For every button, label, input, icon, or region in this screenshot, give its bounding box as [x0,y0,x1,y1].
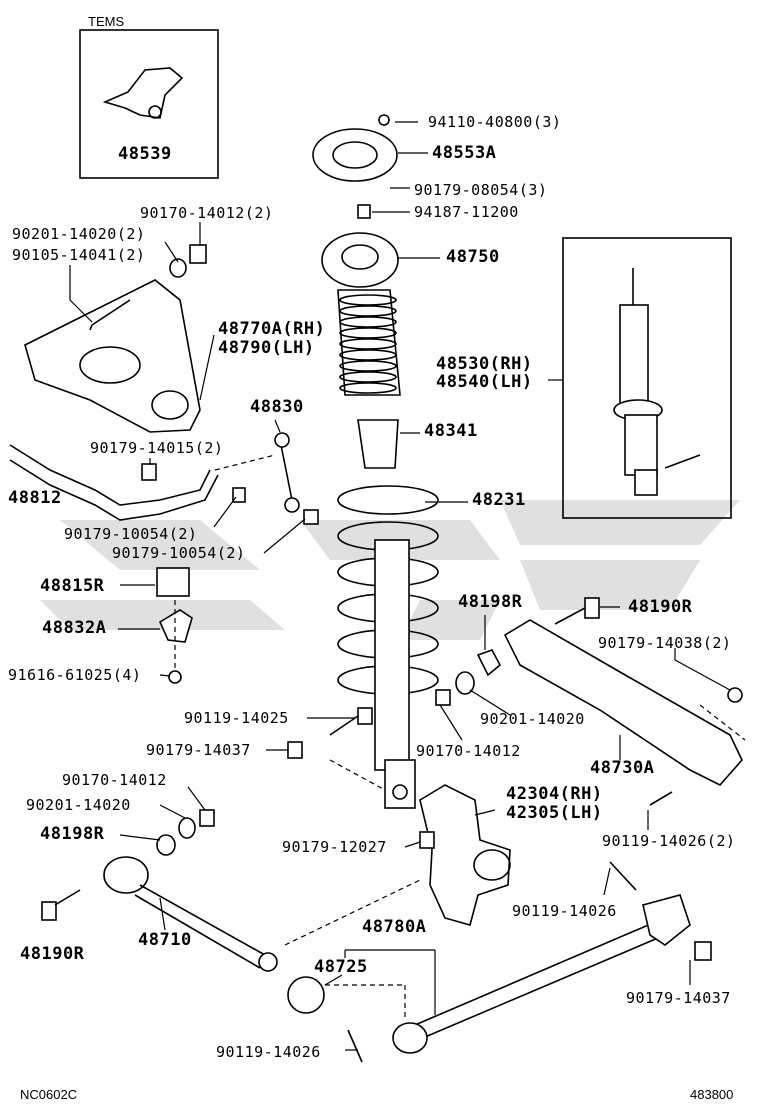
part-label-48553A: 48553A [432,143,497,163]
part-label-48790: 48790(LH) [218,338,315,358]
bellows-rib [339,294,397,306]
part-label-90201-14020-2: 90201-14020(2) [12,225,146,243]
part-label-90179-08054: 90179-08054(3) [414,181,548,199]
part-label-90119-14025: 90119-14025 [184,709,289,727]
part-label-42305: 42305(LH) [506,803,603,823]
inset-title: TEMS [88,14,125,29]
part-label-48832A: 48832A [42,618,107,638]
part-label-48812: 48812 [8,488,62,508]
part-label-42304: 42304(RH) [506,784,603,804]
shock-absorber-48530-drawing [613,268,701,496]
part-label-48539: 48539 [118,144,172,164]
part-label-90105: 90105-14041(2) [12,246,146,264]
lower-arm-48780A-drawing [287,894,691,1054]
part-label-48540: 48540(LH) [436,372,533,392]
part-label-48231: 48231 [472,490,526,510]
part-label-48198R-top: 48198R [458,592,523,612]
small-parts [41,244,743,1063]
part-label-48341: 48341 [424,421,478,441]
bellows-rib [339,305,397,317]
dashed-lines [174,454,746,1020]
part-label-48725: 48725 [314,957,368,977]
part-label-90119-14026-2: 90119-14026(2) [602,832,736,850]
shock-assembly-drawing [312,114,439,809]
part-label-90201-14020: 90201-14020 [480,710,585,728]
part-label-90179-14038: 90179-14038(2) [598,634,732,652]
part-label-90179-14015: 90179-14015(2) [90,439,224,457]
part-label-94110: 94110-40800(3) [428,113,562,131]
bellows-rib [339,316,397,328]
part-label-90170-14012-2: 90170-14012(2) [140,204,274,222]
part-label-90170-14012: 90170-14012 [416,742,521,760]
part-label-48198R-bottom: 48198R [40,824,105,844]
bellows-rib [339,338,397,350]
part-label-48815R: 48815R [40,576,105,596]
spring-coil [337,485,439,515]
part-label-48710: 48710 [138,930,192,950]
part-label-90170-14012-b: 90170-14012 [62,771,167,789]
part-label-90119-14026-a: 90119-14026 [512,902,617,920]
part-label-90119-14026-b: 90119-14026 [216,1043,321,1061]
bellows-rib [339,371,397,383]
upper-arm-48770A-drawing [24,279,201,433]
part-label-90201-14020-b: 90201-14020 [26,796,131,814]
part-label-90179-12027: 90179-12027 [282,838,387,856]
part-label-48530: 48530(RH) [436,354,533,374]
part-label-90179-10054-a: 90179-10054(2) [64,525,198,543]
part-label-90179-14037-a: 90179-14037 [146,741,251,759]
footer-code-left: NC0602C [20,1087,78,1102]
knuckle-42304-drawing [419,784,511,926]
part-label-48750: 48750 [446,247,500,267]
part-label-90179-10054-b: 90179-10054(2) [112,544,246,562]
bellows-rib [339,349,397,361]
part-label-91616: 91616-61025(4) [8,666,142,684]
stabilizer-bar-48812-drawing [9,444,219,521]
inset-box-tems [79,29,219,179]
lower-arm-48710-drawing [103,856,278,972]
part-label-48190R-top: 48190R [628,597,693,617]
part-label-48190R-bottom: 48190R [20,944,85,964]
part-label-48830: 48830 [250,397,304,417]
bellows-rib [339,382,397,394]
part-label-94187: 94187-11200 [414,203,519,221]
part-label-48780A: 48780A [362,917,427,937]
bracket-48539-drawing [102,67,184,119]
bellows-rib [339,327,397,339]
watermark-logo [40,500,740,640]
part-label-90179-14037-b: 90179-14037 [626,989,731,1007]
footer-code-right: 483800 [690,1087,734,1102]
lower-arm-48730A-drawing [503,619,743,786]
part-label-48730A: 48730A [590,758,655,778]
link-48830-drawing [274,432,300,513]
leader-lines [69,121,731,1051]
part-label-48770A: 48770A(RH) [218,319,326,339]
inset-box-shock [562,237,732,519]
bellows-rib [339,360,397,372]
